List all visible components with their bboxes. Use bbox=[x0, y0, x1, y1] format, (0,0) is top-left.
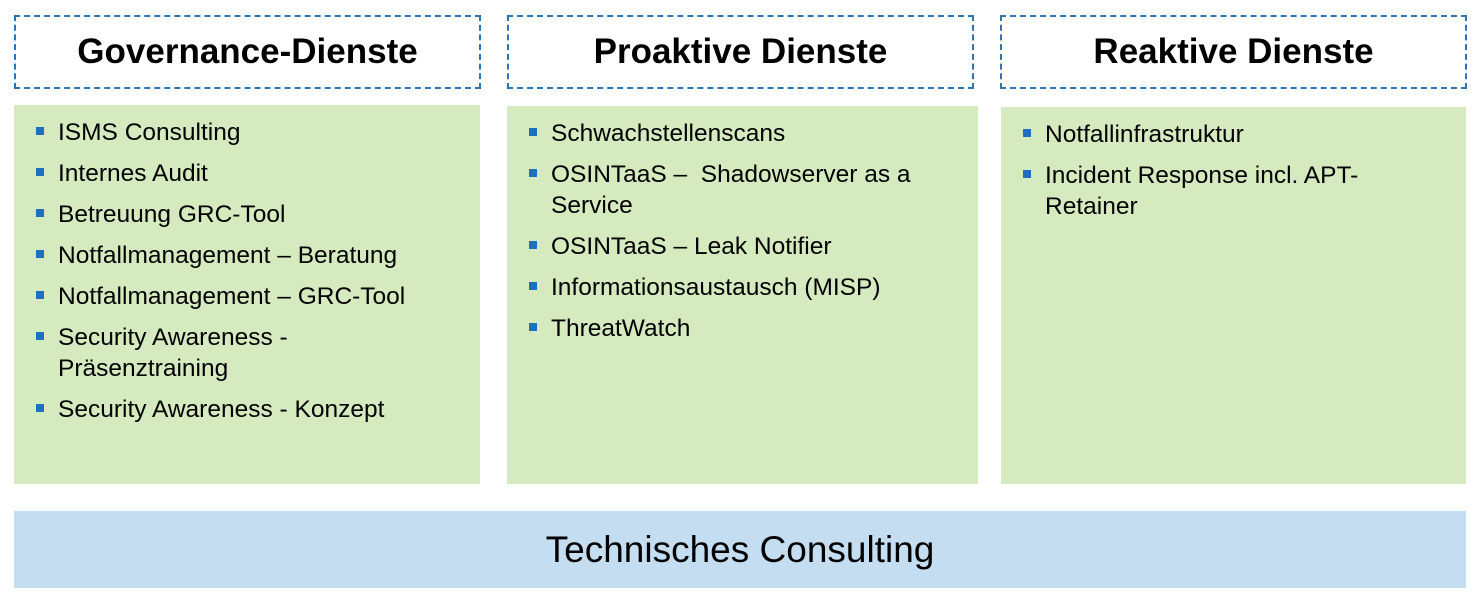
bullet-icon bbox=[36, 209, 44, 217]
list-item: Schwachstellenscans bbox=[507, 118, 938, 149]
column-header-proaktive: Proaktive Dienste bbox=[507, 15, 974, 89]
column-header-governance: Governance-Dienste bbox=[14, 15, 481, 89]
service-list-governance: ISMS Consulting Internes Audit Betreuung… bbox=[14, 117, 464, 425]
list-item: Security Awareness - Präsenztraining bbox=[14, 322, 464, 384]
service-list-proaktive: Schwachstellenscans OSINTaaS – Shadowser… bbox=[507, 118, 938, 344]
list-item: Notfallmanagement – GRC-Tool bbox=[14, 281, 464, 312]
bullet-icon bbox=[36, 291, 44, 299]
list-item: Incident Response incl. APT-Retainer bbox=[1001, 160, 1376, 222]
list-item: Internes Audit bbox=[14, 158, 464, 189]
column-body-reaktive: Notfallinfrastruktur Incident Response i… bbox=[1001, 107, 1466, 484]
bullet-icon bbox=[529, 169, 537, 177]
bullet-icon bbox=[1023, 170, 1031, 178]
bullet-icon bbox=[36, 404, 44, 412]
column-header-reaktive: Reaktive Dienste bbox=[1000, 15, 1467, 89]
bullet-icon bbox=[529, 323, 537, 331]
list-item: OSINTaaS – Shadowserver as a Service bbox=[507, 159, 938, 221]
column-body-governance: ISMS Consulting Internes Audit Betreuung… bbox=[14, 105, 480, 484]
column-body-proaktive: Schwachstellenscans OSINTaaS – Shadowser… bbox=[507, 106, 978, 484]
bullet-icon bbox=[36, 332, 44, 340]
bullet-icon bbox=[36, 168, 44, 176]
bullet-icon bbox=[36, 250, 44, 258]
list-item: Betreuung GRC-Tool bbox=[14, 199, 464, 230]
bullet-icon bbox=[529, 282, 537, 290]
bullet-icon bbox=[36, 127, 44, 135]
technical-consulting-bar: Technisches Consulting bbox=[14, 511, 1466, 588]
list-item: ISMS Consulting bbox=[14, 117, 464, 148]
column-title-proaktive: Proaktive Dienste bbox=[593, 32, 888, 71]
list-item: Notfallmanagement – Beratung bbox=[14, 240, 464, 271]
list-item: Notfallinfrastruktur bbox=[1001, 119, 1376, 150]
technical-consulting-label: Technisches Consulting bbox=[545, 528, 935, 570]
list-item: Informationsaustausch (MISP) bbox=[507, 272, 938, 303]
bullet-icon bbox=[529, 128, 537, 136]
list-item: OSINTaaS – Leak Notifier bbox=[507, 231, 938, 262]
list-item: Security Awareness - Konzept bbox=[14, 394, 464, 425]
service-list-reaktive: Notfallinfrastruktur Incident Response i… bbox=[1001, 119, 1376, 222]
bullet-icon bbox=[1023, 129, 1031, 137]
column-title-governance: Governance-Dienste bbox=[77, 32, 418, 71]
column-title-reaktive: Reaktive Dienste bbox=[1093, 32, 1374, 71]
bullet-icon bbox=[529, 241, 537, 249]
list-item: ThreatWatch bbox=[507, 313, 938, 344]
